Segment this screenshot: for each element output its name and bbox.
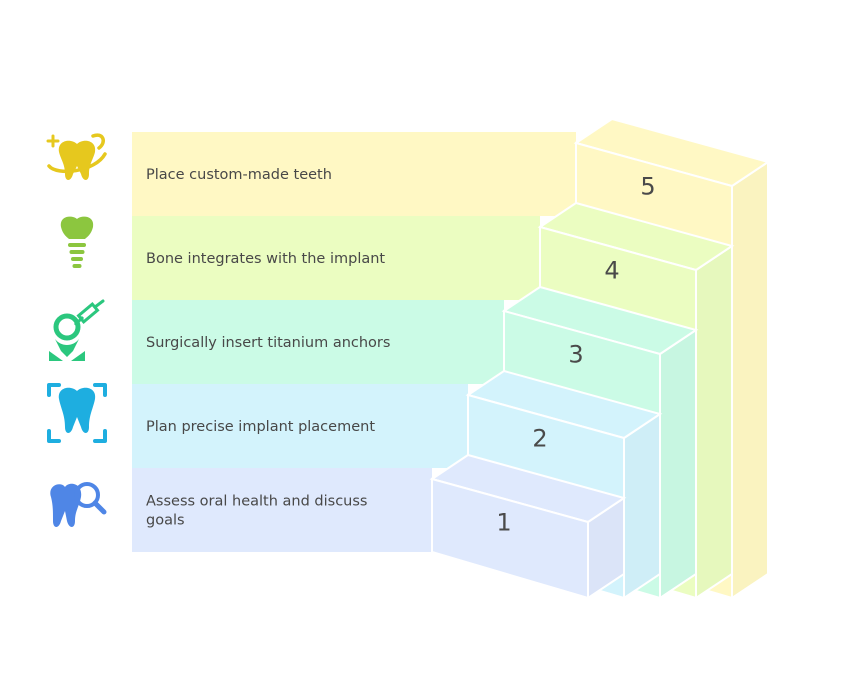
- step-labels: Assess oral health and discuss goals Plan …: [146, 167, 390, 529]
- dental-implant-icon: [60, 216, 94, 268]
- step-label-line: Place custom-made teeth: [146, 167, 332, 183]
- step-side-3: [659, 328, 697, 600]
- step-band-4: [132, 216, 540, 300]
- sparkling-tooth-icon: [46, 133, 107, 180]
- step-icons: [46, 133, 107, 527]
- step-block-1: 1: [429, 453, 627, 600]
- step-label-1: Assess oral health and discuss goals: [146, 494, 367, 529]
- step-side-2: [623, 412, 661, 600]
- step-label-line: Surgically insert titanium anchors: [146, 335, 390, 351]
- step-label-line: Bone integrates with the implant: [146, 251, 385, 267]
- step-label-2: Plan precise implant placement: [146, 419, 375, 435]
- tooth-search-icon: [50, 482, 107, 527]
- step-band-1: [132, 468, 432, 552]
- step-side-5: [731, 160, 769, 600]
- step-label-3: Surgically insert titanium anchors: [146, 335, 390, 351]
- step-label-5: Place custom-made teeth: [146, 167, 332, 183]
- step-band-3: [132, 300, 504, 384]
- step-number-1: 1: [496, 509, 511, 537]
- tooth-scan-icon: [47, 383, 107, 443]
- step-riser-1: [431, 477, 589, 600]
- step-label-line: Assess oral health and discuss: [146, 494, 367, 510]
- step-number-5: 5: [640, 173, 655, 201]
- step-side-4: [695, 244, 733, 600]
- step-label-line: goals: [146, 513, 185, 529]
- dentist-syringe-icon: [49, 299, 105, 361]
- step-number-4: 4: [604, 257, 619, 285]
- step-band-5: [132, 132, 576, 216]
- step-number-3: 3: [568, 341, 583, 369]
- step-number-2: 2: [532, 425, 547, 453]
- staircase: 5 4 3 2 1: [429, 117, 771, 600]
- step-bands: [132, 132, 576, 552]
- step-label-line: Plan precise implant placement: [146, 419, 375, 435]
- step-band-2: [132, 384, 468, 468]
- step-label-4: Bone integrates with the implant: [146, 251, 385, 267]
